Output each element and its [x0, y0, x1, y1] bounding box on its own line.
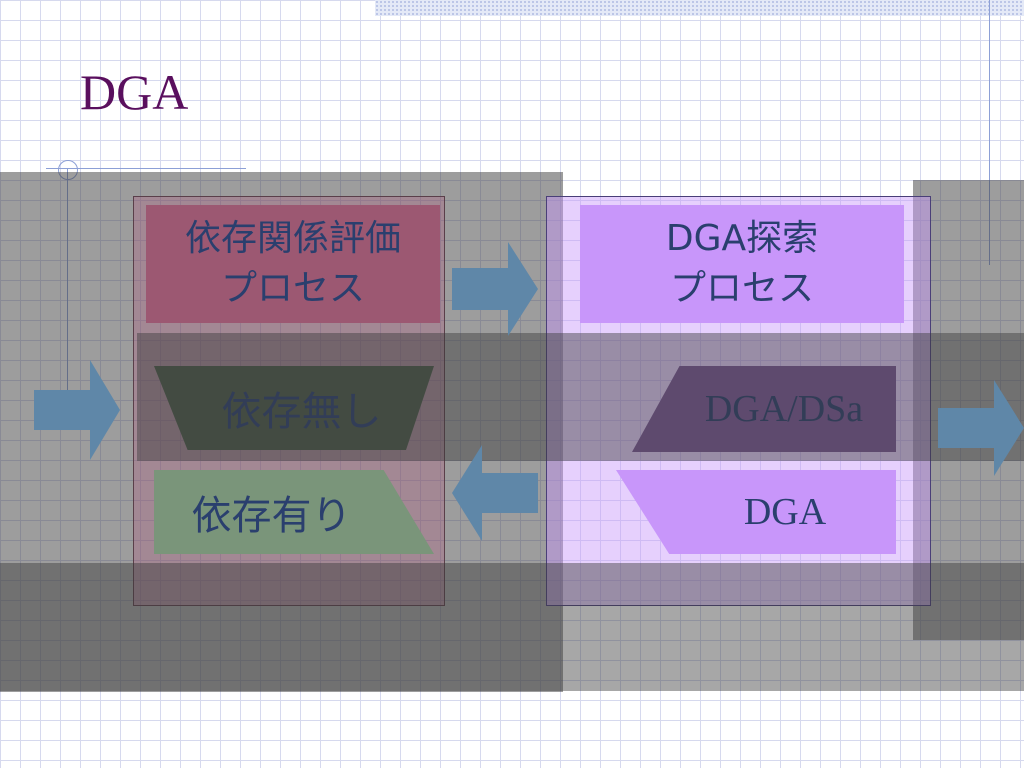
dga-search-process-box: DGA探索 プロセス [580, 205, 904, 323]
shadow-band-lower [0, 563, 1024, 691]
dga-dsa-label: DGA/DSa [704, 388, 864, 430]
arrow-right-icon [34, 360, 120, 460]
has-dependency-label: 依存有り [191, 493, 352, 539]
has-dependency-shape: 依存有り [154, 470, 434, 554]
no-dependency-shape: 依存無し [154, 366, 434, 450]
dga-dsa-shape: DGA/DSa [632, 366, 896, 452]
no-dependency-label: 依存無し [221, 389, 382, 435]
dga-shape: DGA [616, 470, 896, 554]
page-title: DGA [80, 64, 189, 120]
title-decoration-band [375, 0, 1024, 16]
title-underline [46, 168, 246, 169]
decoration-line-right [989, 0, 990, 265]
dga-label: DGA [743, 491, 827, 533]
dga-search-label: DGA探索 プロセス [665, 218, 819, 309]
dependency-eval-process-box: 依存関係評価 プロセス [146, 205, 440, 323]
arrow-right-icon [452, 242, 538, 336]
arrow-right-icon [938, 380, 1024, 476]
shadow-band-upper [137, 333, 1024, 461]
arrow-left-icon [452, 445, 538, 541]
